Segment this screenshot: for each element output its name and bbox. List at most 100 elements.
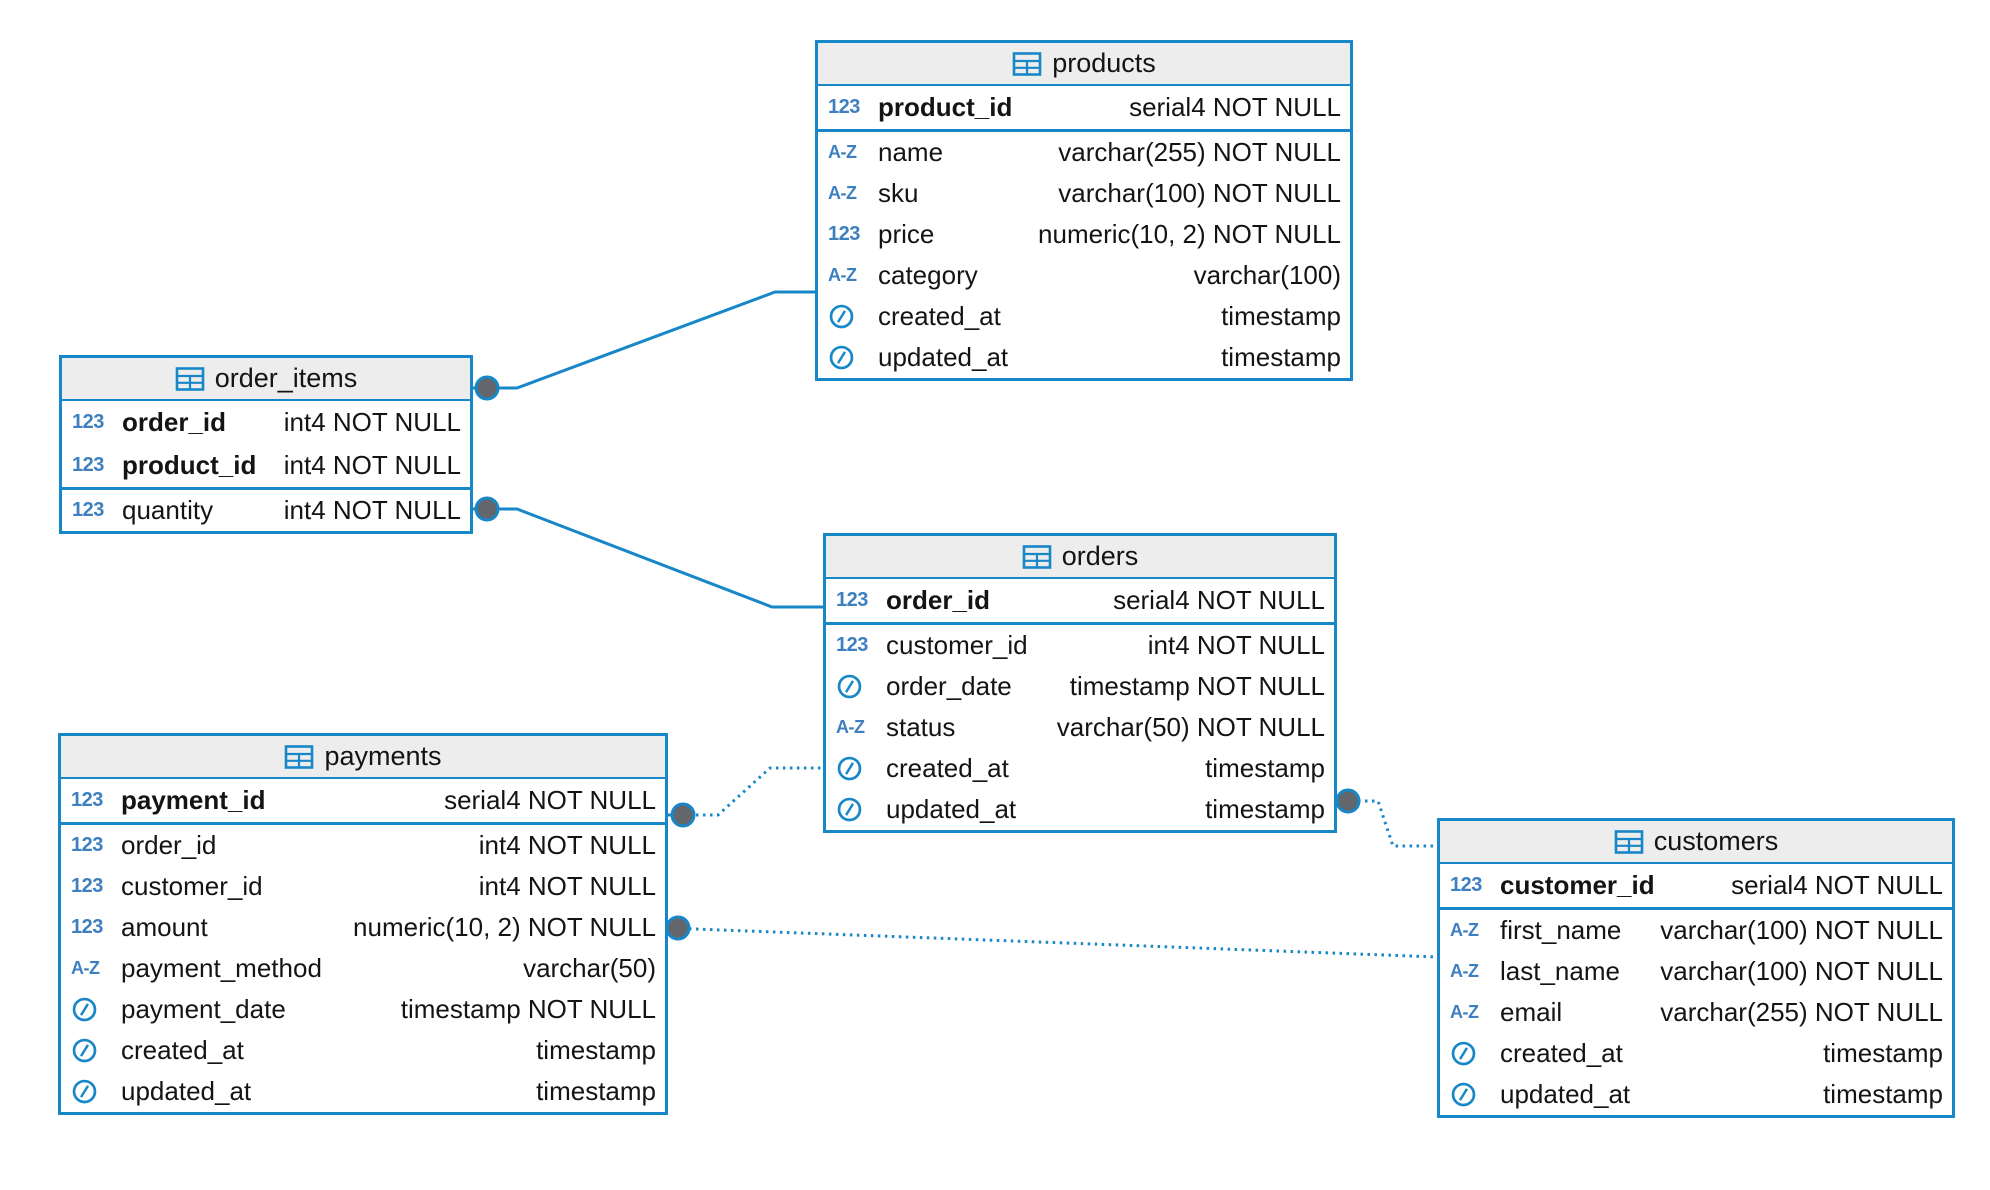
datetime-icon <box>836 755 886 782</box>
string-icon: A-Z <box>1450 961 1479 981</box>
column-type: timestamp NOT NULL <box>1069 671 1325 701</box>
column-row-created_at[interactable]: created_at timestamp <box>826 748 1334 789</box>
column-type: serial4 NOT NULL <box>1129 92 1341 122</box>
string-icon: A-Z <box>828 183 857 203</box>
column-name: email <box>1500 997 1563 1027</box>
column-type: timestamp <box>1205 794 1325 824</box>
column-name: sku <box>878 178 919 208</box>
connector-dot[interactable] <box>474 496 500 522</box>
entity-title: customers <box>1653 826 1779 856</box>
relationship-line[interactable] <box>473 507 823 609</box>
table-icon <box>1022 544 1052 570</box>
relationship-payments-customers[interactable] <box>665 915 1438 959</box>
column-type: int4 NOT NULL <box>1147 630 1325 660</box>
relationship-line[interactable] <box>667 926 1438 959</box>
column-name: product_id <box>122 450 257 480</box>
datetime-icon <box>828 303 878 330</box>
entity-header-payments[interactable]: payments <box>61 736 665 779</box>
column-type: timestamp <box>536 1035 656 1065</box>
column-type: int4 NOT NULL <box>478 830 656 860</box>
column-type: timestamp <box>1205 753 1325 783</box>
column-name: created_at <box>886 753 1009 783</box>
string-icon: A-Z <box>828 265 857 285</box>
column-type: timestamp <box>1221 301 1341 331</box>
connector-dot[interactable] <box>474 375 500 401</box>
numeric-icon: 123 <box>72 411 104 433</box>
entity-title: order_items <box>214 363 358 393</box>
entity-header-orders[interactable]: orders <box>826 536 1334 579</box>
string-icon: A-Z <box>1450 1002 1479 1022</box>
string-icon: A-Z <box>71 958 100 978</box>
column-name: updated_at <box>878 342 1009 372</box>
column-name: customer_id <box>121 871 263 901</box>
relationship-order_items-orders[interactable] <box>473 496 823 609</box>
relationship-line[interactable] <box>668 766 823 817</box>
datetime-icon <box>828 344 878 371</box>
column-row-payment_date[interactable]: payment_date timestamp NOT NULL <box>61 989 665 1030</box>
column-row-email[interactable]: A-Z email varchar(255) NOT NULL <box>1440 992 1952 1033</box>
column-name: payment_id <box>121 785 266 815</box>
column-name: status <box>886 712 956 742</box>
column-type: varchar(100) NOT NULL <box>1660 956 1943 986</box>
numeric-icon: 123 <box>72 454 104 476</box>
entity-header-products[interactable]: products <box>818 43 1350 86</box>
column-type: timestamp NOT NULL <box>400 994 656 1024</box>
entity-header-customers[interactable]: customers <box>1440 821 1952 864</box>
column-type: varchar(50) <box>523 953 656 983</box>
relationship-order_items-products[interactable] <box>473 290 815 401</box>
column-row-status[interactable]: A-Z status varchar(50) NOT NULL <box>826 707 1334 748</box>
relationship-orders-customers[interactable] <box>1335 788 1437 848</box>
entity-header-order_items[interactable]: order_items <box>62 358 470 401</box>
entity-title: payments <box>324 741 442 771</box>
relationship-line[interactable] <box>473 290 815 390</box>
column-name: name <box>878 137 944 167</box>
connector-dot[interactable] <box>670 802 696 828</box>
relationship-line[interactable] <box>1337 799 1437 848</box>
string-icon: A-Z <box>836 717 865 737</box>
datetime-icon <box>836 796 886 823</box>
connector-dot[interactable] <box>665 915 691 941</box>
connector-dot[interactable] <box>1335 788 1361 814</box>
datetime-icon <box>71 1037 121 1064</box>
relationship-payments-orders[interactable] <box>668 766 823 828</box>
column-type: varchar(255) NOT NULL <box>1660 997 1943 1027</box>
datetime-icon <box>836 673 886 700</box>
column-name: payment_date <box>121 994 286 1024</box>
column-type: varchar(50) NOT NULL <box>1056 712 1325 742</box>
column-name: first_name <box>1500 915 1622 945</box>
